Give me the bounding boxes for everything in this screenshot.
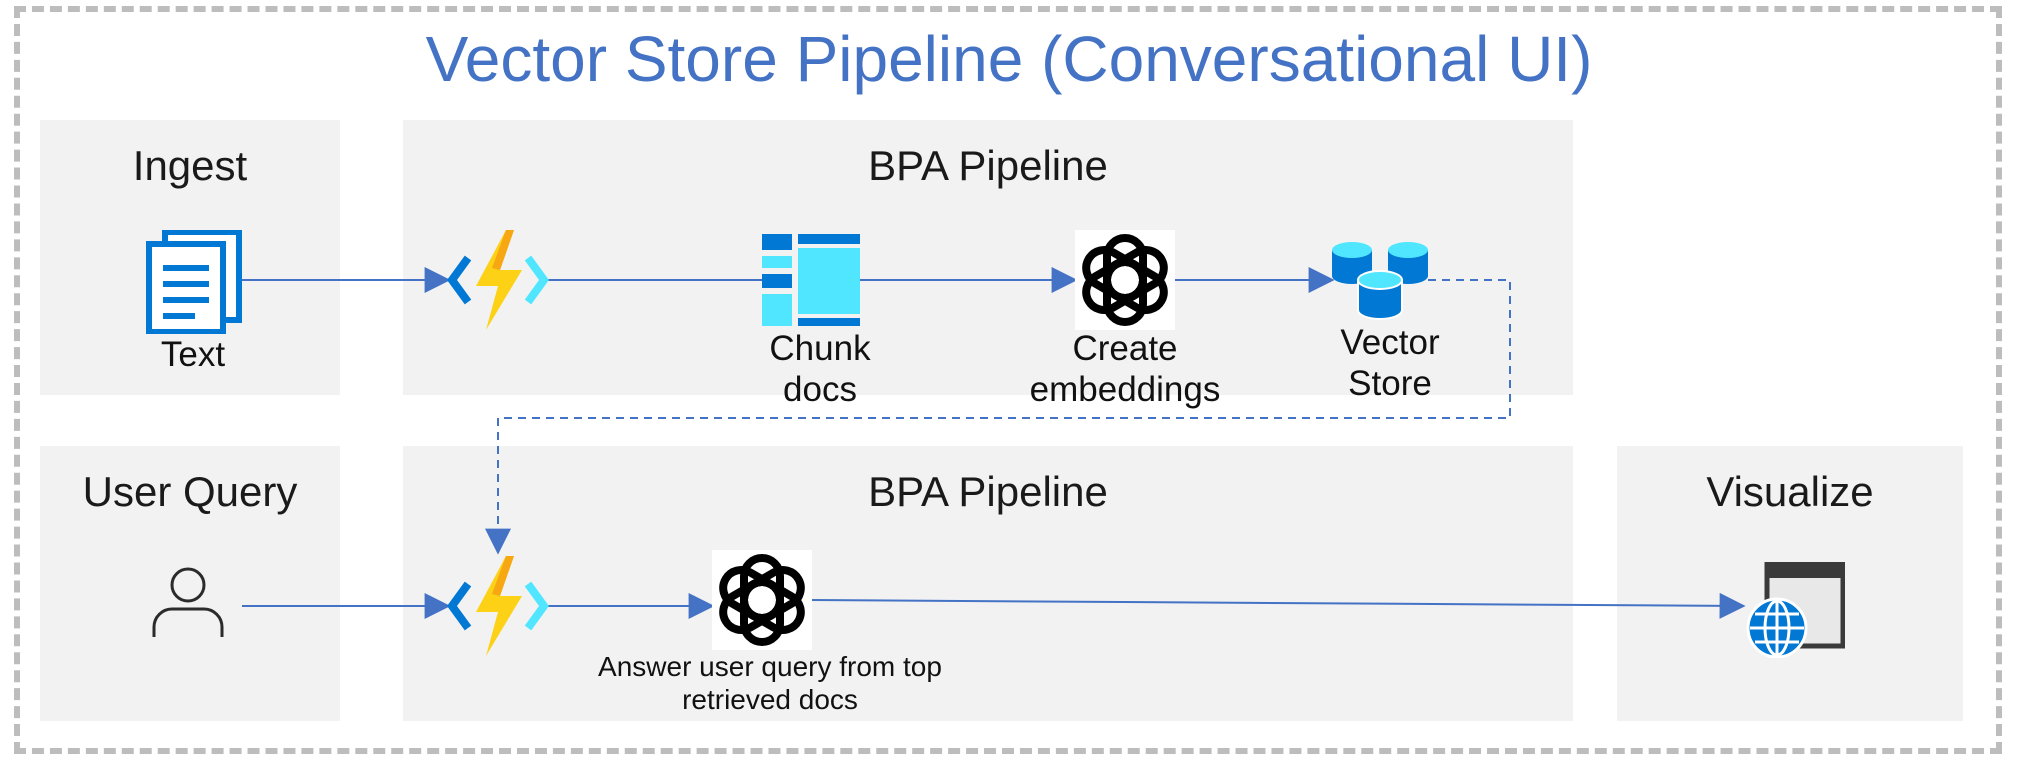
user-query-panel-title: User Query <box>82 468 298 515</box>
diagram-title: Vector Store Pipeline (Conversational UI… <box>425 23 1593 95</box>
openai-icon <box>712 550 812 650</box>
create-embeddings-label-line2: embeddings <box>1029 370 1221 410</box>
chunk-docs-label-line2: docs <box>783 370 857 410</box>
visualize-panel-title: Visualize <box>1706 468 1874 515</box>
openai-icon <box>1075 230 1175 330</box>
answer-query-label: Answer user query from top retrieved doc… <box>560 650 980 716</box>
document-icon <box>145 229 243 335</box>
arrow-answer-to-visualize <box>811 592 1746 619</box>
ingest-panel-title: Ingest <box>132 142 248 189</box>
user-query-panel: User Query <box>40 446 340 721</box>
azure-function-icon <box>446 228 550 332</box>
chunk-docs-icon <box>762 234 860 326</box>
diagram-border <box>14 6 2002 754</box>
bpa-pipeline-bottom-panel: BPA Pipeline <box>403 446 1573 721</box>
web-app-icon <box>1745 561 1846 659</box>
bpa-pipeline-top-title: BPA Pipeline <box>868 142 1108 189</box>
answer-query-label-line1: Answer user query from top <box>598 651 942 682</box>
create-embeddings-label: Create embeddings <box>1000 328 1250 411</box>
vector-store-label: Vector Store <box>1290 322 1490 405</box>
database-icon <box>1330 240 1430 322</box>
create-embeddings-label-line1: Create <box>1072 329 1178 368</box>
bpa-pipeline-bottom-title: BPA Pipeline <box>868 468 1108 515</box>
user-icon <box>150 565 226 639</box>
dashed-vector-to-query-function <box>485 279 1511 555</box>
answer-query-label-line2: retrieved docs <box>682 684 858 716</box>
text-label: Text <box>160 335 226 374</box>
bpa-pipeline-top-panel: BPA Pipeline <box>403 120 1573 395</box>
vector-store-label-line1: Vector <box>1340 323 1440 362</box>
vector-store-label-line2: Store <box>1348 364 1432 404</box>
chunk-docs-label-line1: Chunk <box>769 329 871 368</box>
azure-function-icon <box>446 554 550 658</box>
chunk-docs-label: Chunk docs <box>720 328 920 411</box>
